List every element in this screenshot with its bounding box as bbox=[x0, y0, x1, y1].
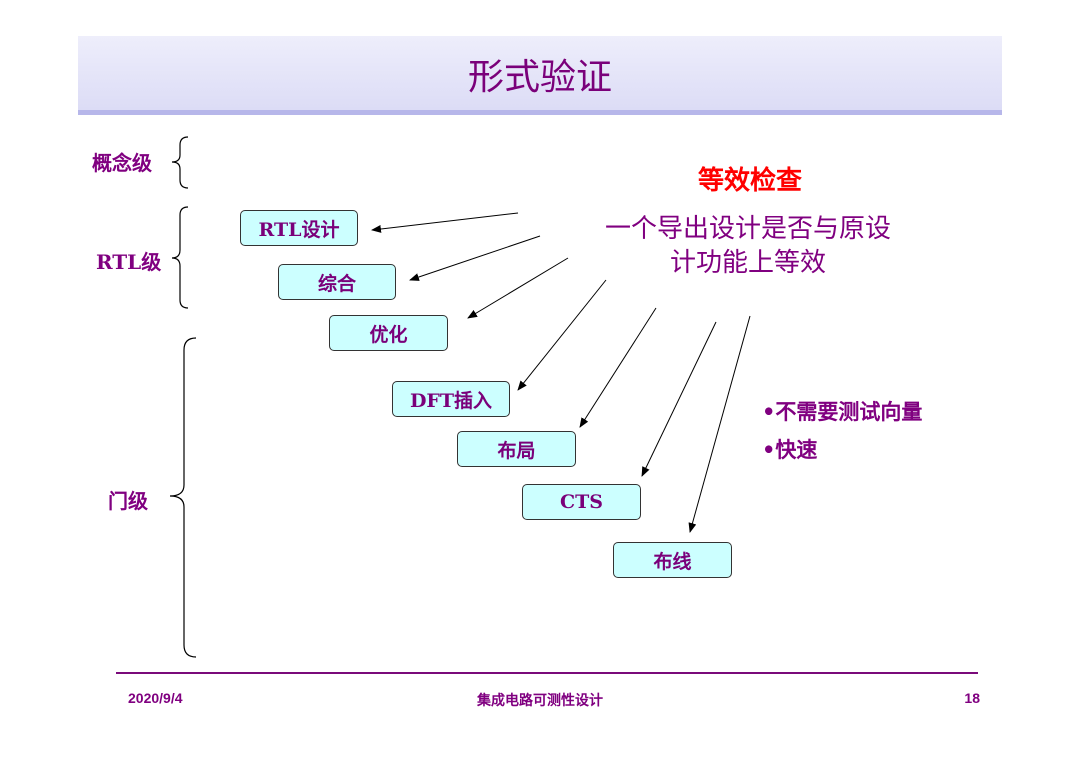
equivalence-description-line-1: 一个导出设计是否与原设 bbox=[604, 214, 891, 244]
footer-course-title: 集成电路可测性设计 bbox=[477, 692, 603, 708]
arrow-to-routing bbox=[688, 315, 751, 533]
level-label-concept: 概念级 bbox=[92, 151, 152, 175]
footer-divider bbox=[116, 672, 978, 674]
brace-concept-level bbox=[171, 136, 189, 189]
equivalence-check-title: 等效检查 bbox=[697, 166, 802, 196]
stage-synthesis: 综合 bbox=[278, 264, 396, 300]
stage-placement: 布局 bbox=[457, 431, 576, 467]
arrow-to-cts bbox=[641, 321, 717, 477]
title-band: 形式验证 bbox=[78, 36, 1002, 115]
brace-gate-level bbox=[169, 337, 197, 658]
arrow-to-dft-insertion bbox=[517, 279, 607, 391]
footer-page-number: 18 bbox=[964, 690, 980, 706]
stage-optimization: 优化 bbox=[329, 315, 448, 351]
benefits-list: •不需要测试向量 •快速 bbox=[762, 396, 922, 472]
benefit-fast: •快速 bbox=[762, 437, 818, 462]
benefit-no-test-vectors: •不需要测试向量 bbox=[762, 399, 923, 424]
arrow-to-optimization bbox=[467, 257, 569, 319]
footer-date: 2020/9/4 bbox=[128, 690, 183, 706]
stage-cts: CTS bbox=[522, 484, 641, 520]
stage-rtl-design: RTL设计 bbox=[240, 210, 358, 246]
slide-title: 形式验证 bbox=[467, 57, 612, 98]
arrow-to-placement bbox=[579, 307, 657, 428]
brace-rtl-level bbox=[171, 206, 189, 309]
equivalence-description-line-2: 计功能上等效 bbox=[669, 248, 826, 278]
arrow-to-rtl-design bbox=[371, 212, 519, 233]
level-label-gate: 门级 bbox=[108, 489, 148, 513]
level-label-rtl: RTL级 bbox=[96, 250, 162, 274]
stage-dft-insertion: DFT插入 bbox=[392, 381, 510, 417]
stage-routing: 布线 bbox=[613, 542, 732, 578]
arrow-to-synthesis bbox=[409, 235, 541, 281]
equivalence-check-description: 一个导出设计是否与原设 计功能上等效 bbox=[548, 212, 948, 280]
